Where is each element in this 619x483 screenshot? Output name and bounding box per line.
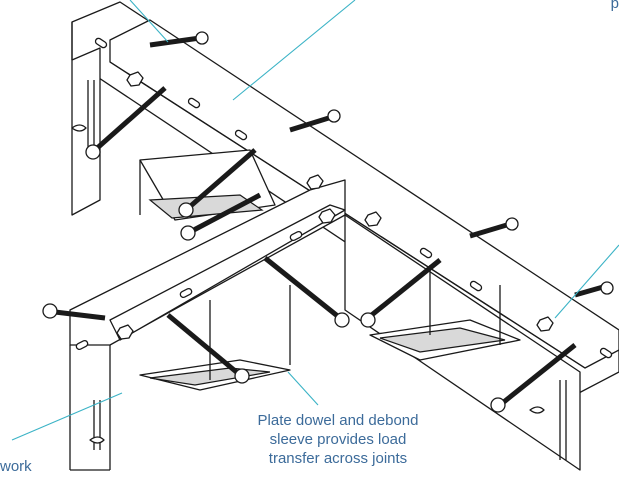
dowel-callout: Plate dowel and debond sleeve provides l… (228, 411, 448, 468)
dowel-callout-line-3: transfer across joints (268, 450, 408, 467)
dowel-callout-line-1: Plate dowel and debond (257, 412, 419, 429)
dowel-callout-line-2: sleeve provides load (269, 431, 407, 448)
side-plate-left (71, 47, 101, 216)
dowel-plate-lower-right (369, 265, 521, 361)
top-right-callout: p (610, 0, 619, 12)
dowel-plate-upper (139, 149, 276, 221)
wing-nuts (71, 124, 545, 444)
dowel-bars (42, 31, 614, 413)
formwork-callout: work (0, 458, 32, 475)
leader-lines (11, 0, 619, 441)
bolts (116, 71, 554, 340)
